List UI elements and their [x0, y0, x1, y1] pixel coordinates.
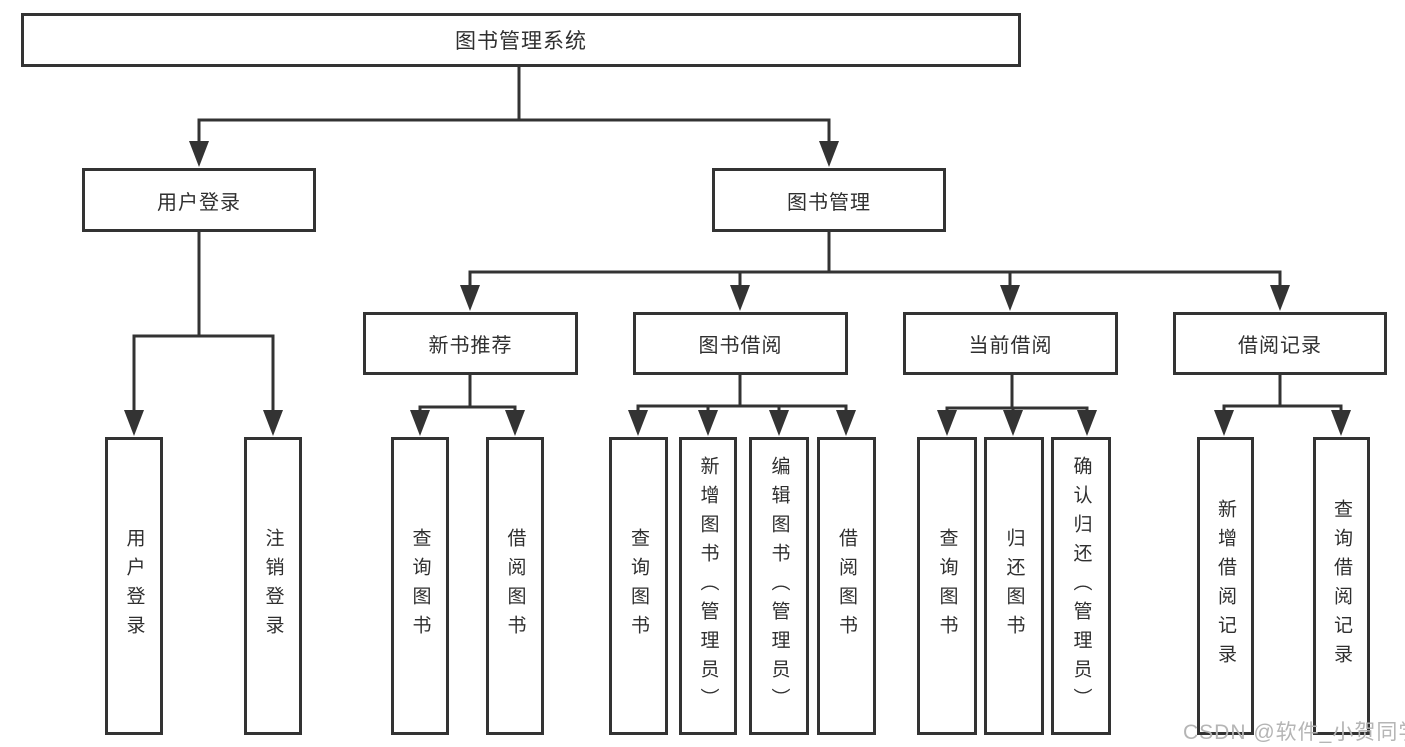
node-user-login: 用户登录	[82, 168, 316, 232]
node-nb-borrow-books-label: 借阅图书	[504, 528, 526, 644]
node-cb-return-books-label: 归还图书	[1003, 528, 1025, 644]
node-book-management: 图书管理	[712, 168, 946, 232]
node-borrowing-records-label: 借阅记录	[1238, 335, 1322, 357]
node-login: 用户登录	[105, 437, 163, 735]
node-new-book-recommend-label: 新书推荐	[428, 335, 513, 357]
arrowheads	[124, 141, 1351, 436]
node-library-system: 图书管理系统	[21, 13, 1021, 67]
node-cb-query-books-label: 查询图书	[936, 528, 958, 644]
node-bb-borrow-books-label: 借阅图书	[836, 528, 857, 644]
node-logout-label: 注销登录	[262, 528, 284, 644]
node-bb-add-books-admin-label: 新增图书（管理员）	[697, 455, 719, 717]
node-nb-query-books-label: 查询图书	[409, 528, 431, 644]
node-book-management-label: 图书管理	[787, 191, 871, 214]
node-br-add-record-label: 新增借阅记录	[1215, 499, 1236, 673]
node-nb-query-books: 查询图书	[391, 437, 449, 735]
node-logout: 注销登录	[244, 437, 302, 735]
node-book-borrowing: 图书借阅	[633, 312, 848, 375]
node-login-label: 用户登录	[123, 528, 145, 644]
node-borrowing-records: 借阅记录	[1173, 312, 1387, 375]
node-current-borrowing-label: 当前借阅	[968, 335, 1053, 357]
watermark: CSDN @软件_小贺同学	[1183, 721, 1405, 744]
node-bb-edit-books-admin-label: 编辑图书（管理员）	[768, 455, 790, 717]
node-cb-query-books: 查询图书	[917, 437, 977, 735]
node-bb-query-books-label: 查询图书	[628, 528, 649, 644]
node-br-add-record: 新增借阅记录	[1197, 437, 1254, 735]
node-br-query-record-label: 查询借阅记录	[1331, 499, 1352, 673]
node-cb-confirm-return-admin: 确认归还（管理员）	[1051, 437, 1111, 735]
node-library-system-label: 图书管理系统	[455, 30, 587, 53]
node-bb-add-books-admin: 新增图书（管理员）	[679, 437, 737, 735]
node-cb-confirm-return-admin-label: 确认归还（管理员）	[1070, 455, 1092, 717]
node-cb-return-books: 归还图书	[984, 437, 1044, 735]
node-nb-borrow-books: 借阅图书	[486, 437, 544, 735]
node-user-login-label: 用户登录	[157, 191, 241, 214]
node-current-borrowing: 当前借阅	[903, 312, 1118, 375]
node-bb-borrow-books: 借阅图书	[817, 437, 876, 735]
node-bb-edit-books-admin: 编辑图书（管理员）	[749, 437, 809, 735]
node-br-query-record: 查询借阅记录	[1313, 437, 1370, 735]
node-book-borrowing-label: 图书借阅	[698, 335, 783, 357]
node-bb-query-books: 查询图书	[609, 437, 668, 735]
node-new-book-recommend: 新书推荐	[363, 312, 578, 375]
